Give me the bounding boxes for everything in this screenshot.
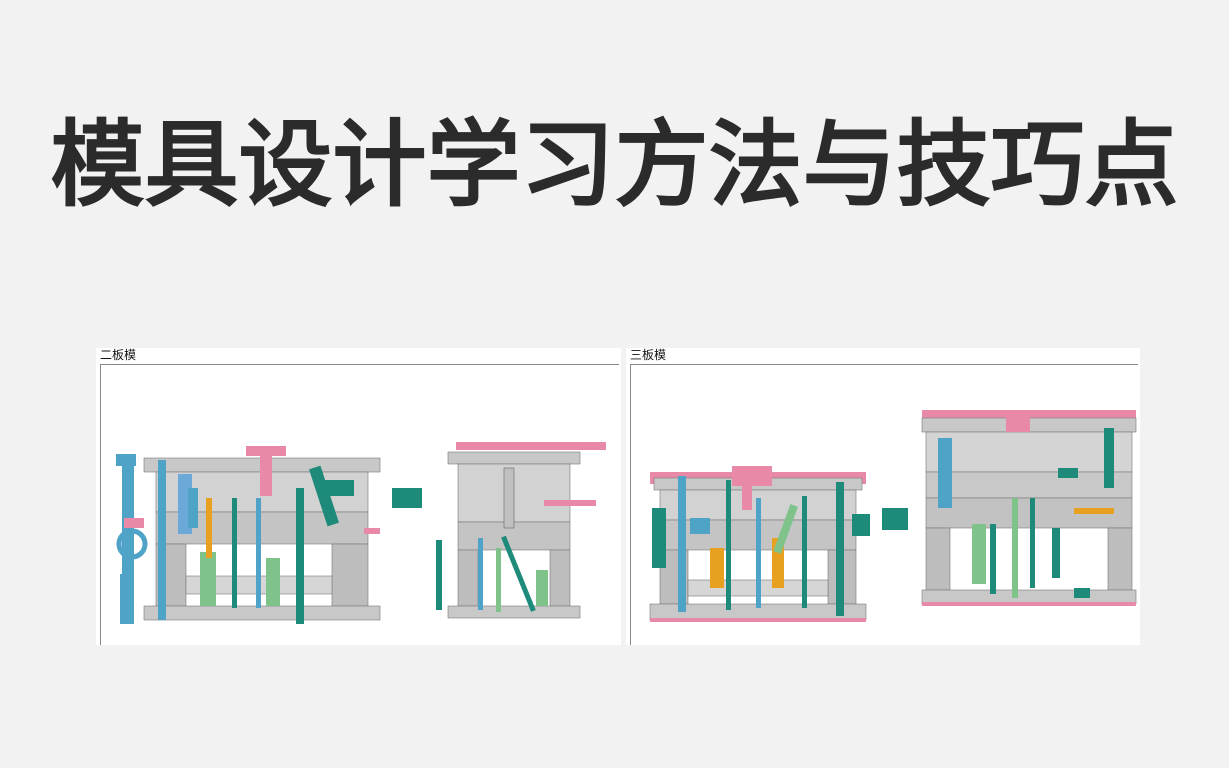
three-plate-mold-diagram: [649, 410, 1137, 622]
page-title: 模具设计学习方法与技巧点: [50, 110, 1179, 220]
panel-frame: [100, 364, 619, 645]
three-plate-mold-label: 三板模: [630, 348, 667, 362]
three-plate-mold-side-view: [882, 410, 1137, 606]
two-plate-mold-panel: 二板模: [96, 348, 621, 645]
two-plate-mold-diagram: [116, 442, 606, 624]
three-plate-mold-panel: 三板模: [626, 348, 1140, 645]
two-plate-mold-section: [116, 446, 381, 624]
panel-frame: [630, 364, 1138, 645]
three-plate-mold-section: [649, 466, 870, 622]
two-plate-mold-label: 二板模: [100, 348, 137, 362]
two-plate-mold-side-view: [392, 442, 606, 619]
